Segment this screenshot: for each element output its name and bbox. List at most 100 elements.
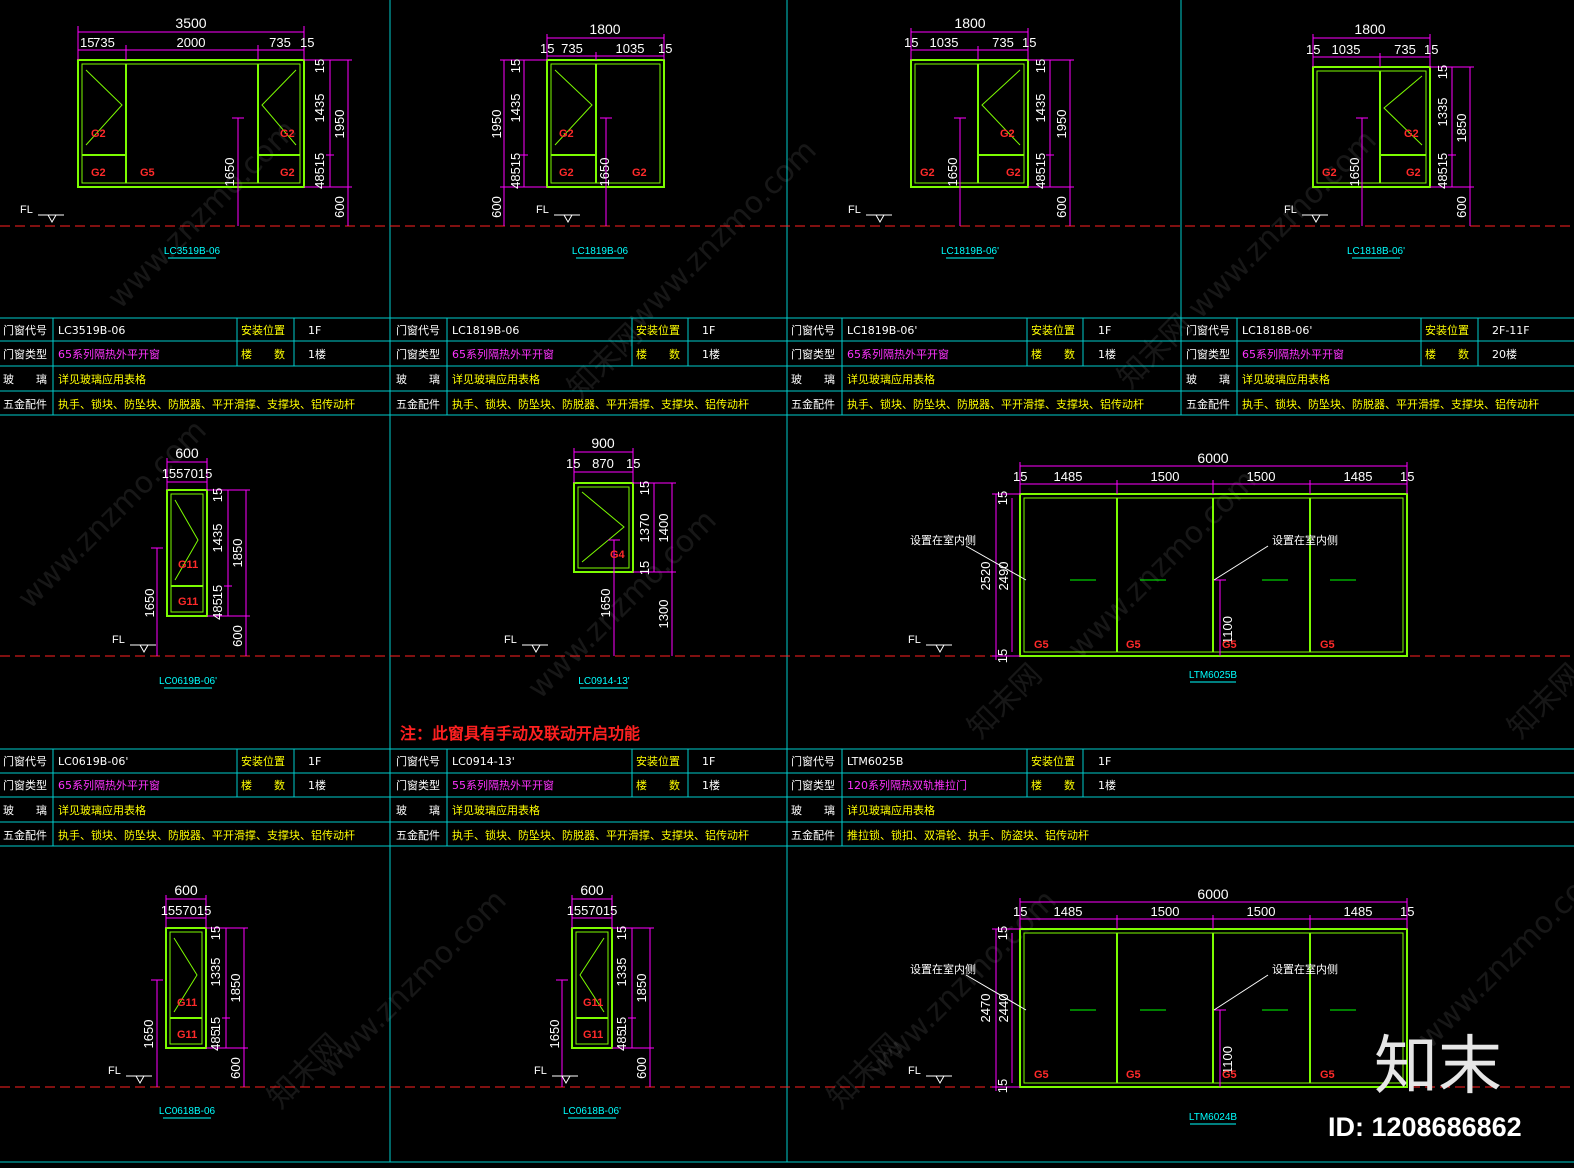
dim-height: 1950 bbox=[1054, 110, 1069, 139]
glass-label: G11 bbox=[178, 559, 198, 571]
dim-seg: 15 bbox=[626, 456, 640, 471]
dim-sill: 600 bbox=[1454, 196, 1469, 218]
table-location: 1F bbox=[308, 755, 321, 768]
dim-handle-height: 1100 bbox=[1220, 1046, 1235, 1074]
table-label: 安装位置 bbox=[241, 754, 285, 768]
dim-sill: 1300 bbox=[656, 600, 671, 629]
table-hardware: 执手、锁块、防坠块、防脱器、平开滑撑、支撑块、铝传动杆 bbox=[58, 397, 355, 411]
dim-seg: 15 bbox=[1013, 469, 1027, 484]
dim-total-width: 1800 bbox=[1354, 21, 1385, 37]
dim-seg: 735 bbox=[93, 35, 115, 50]
table-hardware: 执手、锁块、防坠块、防脱器、平开滑撑、支撑块、铝传动杆 bbox=[58, 828, 355, 842]
dim-seg: 1335 bbox=[614, 958, 629, 987]
dim-seg: 15 bbox=[614, 926, 629, 940]
table-label: 楼 数 bbox=[636, 778, 680, 792]
table-location: 1F bbox=[702, 755, 715, 768]
dim-seg: 15 bbox=[637, 561, 652, 575]
dim-seg: 2520 bbox=[978, 562, 993, 591]
dim-seg: 15 bbox=[995, 926, 1010, 940]
drawing-ltm6025b: 设置在室内侧 设置在室内侧 6000 15 1485 1500 1500 148… bbox=[908, 450, 1414, 683]
dim-seg: 15 bbox=[566, 456, 580, 471]
dim-seg: 735 bbox=[992, 35, 1014, 50]
dim-seg: 15 bbox=[995, 649, 1010, 663]
dim-total-width: 900 bbox=[591, 435, 615, 451]
dim-sash-height: 1650 bbox=[141, 1020, 156, 1049]
dim-sash-height: 1650 bbox=[142, 589, 157, 618]
table-label: 门窗类型 bbox=[791, 347, 835, 361]
glass-label: G2 bbox=[632, 167, 647, 179]
drawing-lc0618b-06-prime: 600 1557015 15 1335 15 485 1850 600 1650… bbox=[534, 882, 654, 1119]
dim-sash-height: 1650 bbox=[597, 158, 612, 187]
table-type: 120系列隔热双轨推拉门 bbox=[847, 778, 967, 792]
glass-label: G4 bbox=[610, 549, 626, 561]
annotation-text: 设置在室内侧 bbox=[910, 962, 976, 976]
dim-seg: 15 bbox=[658, 41, 672, 56]
drawing-title: LC0914-13' bbox=[578, 676, 629, 687]
dim-seg: 1500 bbox=[1247, 469, 1276, 484]
dim-seg: 15 bbox=[904, 35, 918, 50]
dim-total-width: 6000 bbox=[1197, 450, 1228, 466]
table-label: 五金配件 bbox=[1186, 397, 1230, 411]
table-label: 门窗类型 bbox=[396, 778, 440, 792]
table-type: 65系列隔热外平开窗 bbox=[847, 347, 949, 361]
fl-label: FL bbox=[504, 634, 517, 646]
table-floors: 20楼 bbox=[1492, 347, 1517, 361]
table-location: 2F-11F bbox=[1492, 324, 1530, 337]
table-type: 65系列隔热外平开窗 bbox=[1242, 347, 1344, 361]
dim-seg: 1435 bbox=[312, 94, 327, 123]
dim-seg: 485 bbox=[1033, 167, 1048, 189]
fl-label: FL bbox=[112, 634, 125, 646]
table-glass: 详见玻璃应用表格 bbox=[847, 803, 935, 817]
fl-label: FL bbox=[908, 1065, 921, 1077]
table-label: 门窗代号 bbox=[791, 323, 835, 337]
dim-sill: 600 bbox=[332, 196, 347, 218]
table-glass: 详见玻璃应用表格 bbox=[1242, 372, 1330, 386]
glass-label: G2 bbox=[1406, 167, 1421, 179]
drawing-lc0619b-06-prime: 600 1557015 15 1435 15 485 1850 600 1650… bbox=[112, 445, 250, 689]
table-label: 楼 数 bbox=[241, 347, 285, 361]
table-location: 1F bbox=[308, 324, 321, 337]
table-floors: 1楼 bbox=[1098, 347, 1116, 361]
drawing-title: LC1819B-06 bbox=[572, 246, 629, 257]
fl-label: FL bbox=[848, 204, 861, 216]
table-label: 楼 数 bbox=[636, 347, 680, 361]
dim-sill: 600 bbox=[1054, 196, 1069, 218]
table-hardware: 执手、锁块、防坠块、防脱器、平开滑撑、支撑块、铝传动杆 bbox=[452, 828, 749, 842]
glass-label: G5 bbox=[1320, 1069, 1335, 1081]
dim-seg: 1485 bbox=[1054, 904, 1083, 919]
dim-total-width: 600 bbox=[580, 882, 604, 898]
glass-label: G5 bbox=[1126, 639, 1141, 651]
table-label: 门窗类型 bbox=[3, 778, 47, 792]
dim-handle-height: 1100 bbox=[1220, 616, 1235, 644]
table-label: 安装位置 bbox=[1425, 323, 1469, 337]
table-label: 门窗代号 bbox=[1186, 323, 1230, 337]
drawing-lc1819b-06-prime: 1800 15 1035 735 15 15 1435 15 485 1950 … bbox=[848, 15, 1074, 259]
dim-seg: 15 bbox=[1013, 904, 1027, 919]
table-label: 楼 数 bbox=[241, 778, 285, 792]
glass-label: G2 bbox=[1006, 167, 1021, 179]
table-code: LC1819B-06' bbox=[847, 324, 917, 337]
glass-label: G2 bbox=[920, 167, 935, 179]
dim-seg: 1485 bbox=[1344, 904, 1373, 919]
glass-label: G5 bbox=[1034, 1069, 1049, 1081]
table-label: 玻 璃 bbox=[791, 803, 835, 817]
dim-seg: 1485 bbox=[1344, 469, 1373, 484]
table-location: 1F bbox=[1098, 755, 1111, 768]
table-floors: 1楼 bbox=[702, 778, 720, 792]
dim-height: 1850 bbox=[230, 539, 245, 568]
table-label: 五金配件 bbox=[791, 828, 835, 842]
table-code: LC3519B-06 bbox=[58, 324, 125, 337]
brand-logo: 知末 bbox=[1374, 1030, 1502, 1104]
table-label: 玻 璃 bbox=[3, 372, 47, 386]
table-location: 1F bbox=[702, 324, 715, 337]
watermark-text: www.znzmo.com bbox=[1411, 853, 1574, 1056]
table-label: 门窗代号 bbox=[396, 754, 440, 768]
dim-seg: 1035 bbox=[930, 35, 959, 50]
dim-seg: 1485 bbox=[1054, 469, 1083, 484]
dim-total-width: 1800 bbox=[589, 21, 620, 37]
watermark-text: www.znzmo.com bbox=[101, 113, 304, 316]
dim-seg: 485 bbox=[312, 167, 327, 189]
drawing-ltm6024b: 设置在室内侧 设置在室内侧 6000 15 1485 1500 1500 148… bbox=[908, 886, 1414, 1125]
dim-seg: 1035 bbox=[616, 41, 645, 56]
table-glass: 详见玻璃应用表格 bbox=[58, 372, 146, 386]
